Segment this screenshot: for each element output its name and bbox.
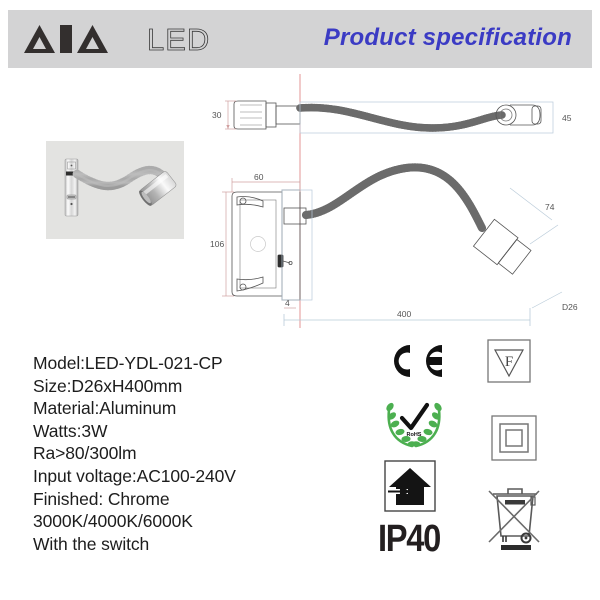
ip-rating-label: IP40 bbox=[378, 518, 441, 560]
specification-list: Model:LED-YDL-021-CP Size:D26xH400mm Mat… bbox=[33, 352, 363, 555]
technical-drawing-svg: 30 45 bbox=[210, 74, 578, 328]
f-mark-icon: F bbox=[486, 338, 532, 389]
product-photo bbox=[46, 141, 184, 239]
led-wordmark: LED bbox=[147, 21, 211, 57]
weee-icon bbox=[481, 480, 551, 557]
rohs-label: RoHS bbox=[407, 432, 422, 438]
dim-label-45: 45 bbox=[562, 113, 572, 123]
product-photo-illustration bbox=[64, 158, 177, 217]
front-view bbox=[231, 163, 532, 301]
dim-d26 bbox=[531, 291, 563, 309]
ip-rating-badge: IP40 bbox=[378, 520, 450, 558]
top-view bbox=[233, 100, 542, 132]
spec-finish: Finished: Chrome bbox=[33, 488, 170, 509]
dim-label-74: 74 bbox=[545, 202, 555, 212]
dim-label-106: 106 bbox=[210, 239, 224, 249]
page-title: Product specification bbox=[323, 24, 572, 51]
dim-label-d26: D26 bbox=[562, 302, 578, 312]
spec-input-voltage: Input voltage:AC100-240V bbox=[33, 465, 236, 486]
brand-logo: LED bbox=[22, 20, 210, 58]
spec-watts: Watts:3W bbox=[33, 420, 108, 441]
dim-label-30: 30 bbox=[212, 110, 222, 120]
class-ii-icon bbox=[490, 414, 538, 467]
spec-ra-lumen: Ra>80/300lm bbox=[33, 443, 137, 464]
spec-switch: With the switch bbox=[33, 533, 150, 554]
dim-106 bbox=[222, 191, 234, 297]
ce-mark-icon bbox=[382, 340, 448, 387]
dim-74 bbox=[509, 187, 559, 245]
spec-size: Size:D26xH400mm bbox=[33, 375, 183, 396]
dim-400 bbox=[283, 308, 531, 326]
indoor-use-icon bbox=[384, 460, 436, 517]
certification-icons: RoHS IP40 F bbox=[378, 336, 578, 566]
dim-label-400: 400 bbox=[397, 309, 411, 319]
dim-label-4: 4 bbox=[285, 298, 290, 308]
dim-30 bbox=[225, 100, 236, 130]
spec-color-temp: 3000K/4000K/6000K bbox=[33, 511, 193, 532]
dim-label-60: 60 bbox=[254, 172, 264, 182]
f-mark-label: F bbox=[505, 354, 513, 370]
aia-logo-icon bbox=[24, 25, 108, 53]
technical-drawing: 30 45 bbox=[210, 70, 600, 335]
rohs-icon: RoHS bbox=[382, 394, 446, 457]
spec-model: Model:LED-YDL-021-CP bbox=[33, 353, 223, 373]
top-view-dim-box bbox=[299, 101, 554, 134]
header-band bbox=[8, 10, 592, 68]
spec-material: Material:Aluminum bbox=[33, 398, 177, 419]
